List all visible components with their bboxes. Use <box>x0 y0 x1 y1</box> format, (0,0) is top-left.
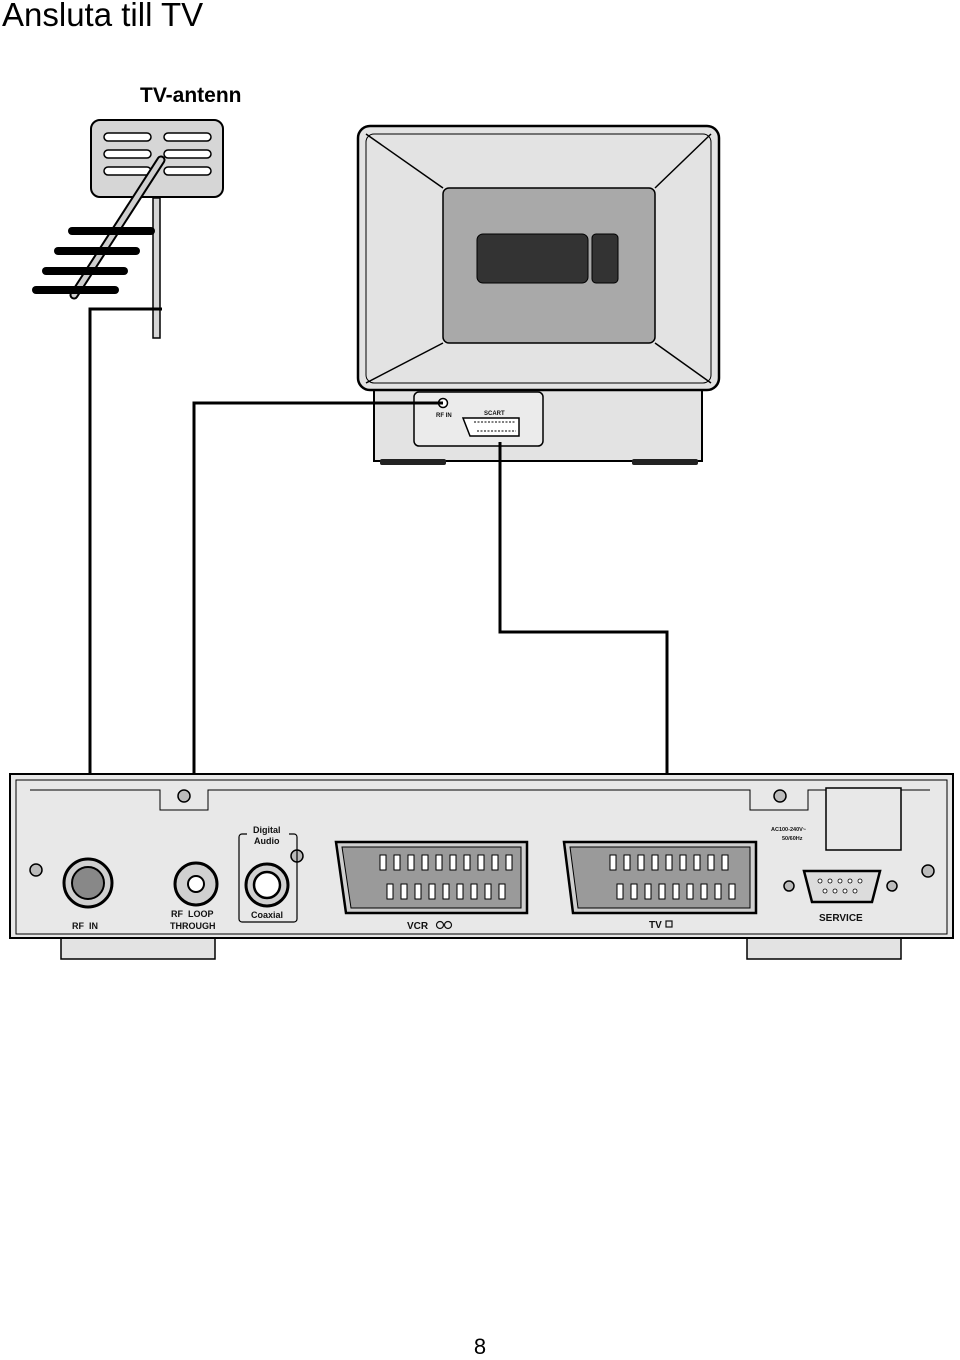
tv-rf-in-label: RF IN <box>436 413 452 419</box>
receiver: RF IN RF LOOP THROUGH Digital Audio Coax… <box>9 773 954 960</box>
receiver-power-label-2: 50/60Hz <box>782 836 803 842</box>
receiver-service-label: SERVICE <box>819 913 863 924</box>
tv-scart-symbol <box>665 920 673 928</box>
receiver-foot-left <box>60 937 216 960</box>
vcr-scart-symbol <box>435 920 453 930</box>
tv-scart-port <box>461 417 520 437</box>
receiver-vcr-label: VCR <box>407 921 429 932</box>
receiver-rf-loop-label-1: RF LOOP <box>171 909 214 919</box>
page-number: 8 <box>473 1334 487 1359</box>
receiver-screws <box>29 789 935 892</box>
tv-screen-block <box>476 233 589 284</box>
antenna-slots <box>103 132 212 176</box>
receiver-coaxial-label: Coaxial <box>251 910 283 920</box>
television: RF IN SCART <box>356 124 721 465</box>
cable-rf-loop-to-tv <box>192 401 443 888</box>
receiver-rf-loop-label-2: THROUGH <box>170 921 216 931</box>
vcr-scart-pins <box>379 854 513 900</box>
receiver-power-block <box>825 787 902 851</box>
receiver-rf-in-label: RF IN <box>72 921 98 931</box>
tv-scart-pins <box>609 854 736 900</box>
cable-scart-to-scart <box>498 442 669 888</box>
cables <box>88 307 669 888</box>
antenna-label: TV-antenn <box>140 84 242 107</box>
antenna-elements <box>32 227 155 294</box>
antenna-mast <box>152 197 161 339</box>
receiver-tv-label: TV <box>649 920 662 931</box>
cable-antenna-to-rf-in <box>88 307 162 888</box>
antenna <box>32 119 224 339</box>
receiver-foot-right <box>746 937 902 960</box>
receiver-digital-audio-label-1: Digital <box>253 825 281 835</box>
tv-scart-label: SCART <box>484 411 505 417</box>
page-title: Ansluta till TV <box>2 0 204 33</box>
receiver-digital-audio-label-2: Audio <box>254 836 280 846</box>
receiver-service-port <box>802 869 882 904</box>
receiver-power-label-1: AC100-240V~ <box>771 827 806 833</box>
